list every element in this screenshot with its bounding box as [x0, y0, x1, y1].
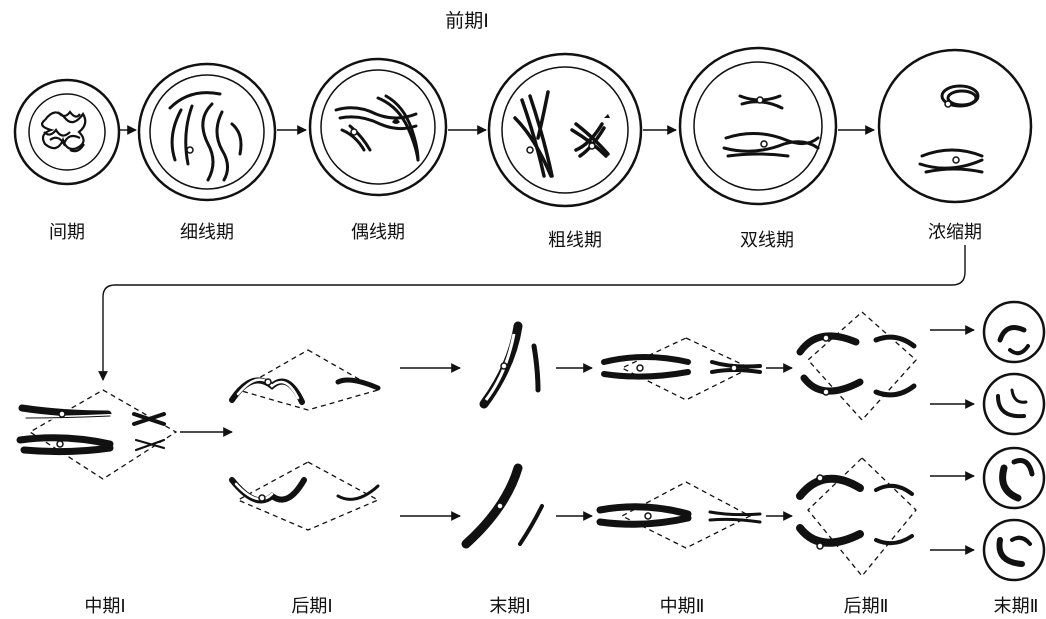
metaphase-2-figure: [596, 337, 762, 549]
anaphase-2-figure: [796, 311, 917, 578]
cell-interphase: [13, 78, 121, 186]
stage-label-telophase-1: 末期Ⅰ: [489, 596, 531, 617]
stage-label-anaphase-1: 后期Ⅰ: [291, 596, 333, 617]
page-title: 前期Ⅰ: [445, 10, 489, 32]
cell-zygotene: [308, 57, 448, 197]
cell-diplotene: [678, 46, 838, 206]
stage-label-telophase-2: 末期Ⅱ: [993, 596, 1039, 617]
telophase-2-cells: [982, 300, 1046, 582]
stage-label-interphase: 间期: [49, 222, 85, 243]
stage-label-diakinesis: 浓缩期: [928, 222, 982, 243]
connector-arrow: [98, 245, 966, 381]
anaphase-1-figure: [229, 349, 381, 531]
stage-label-pachytene: 粗线期: [548, 230, 602, 251]
cell-pachytene: [487, 52, 643, 208]
stage-label-diplotene: 双线期: [740, 230, 794, 251]
metaphase-1-figure: [16, 389, 178, 480]
stage-label-leptotene: 细线期: [180, 222, 234, 243]
cell-leptotene: [137, 62, 277, 202]
cell-diakinesis: [877, 48, 1033, 204]
stage-label-metaphase-2: 中期Ⅱ: [659, 596, 705, 617]
stage-label-metaphase-1: 中期Ⅰ: [84, 596, 126, 617]
stage-label-anaphase-2: 后期Ⅱ: [843, 596, 889, 617]
stage-label-zygotene: 偶线期: [351, 222, 405, 243]
telophase-1-figure: [461, 321, 544, 549]
